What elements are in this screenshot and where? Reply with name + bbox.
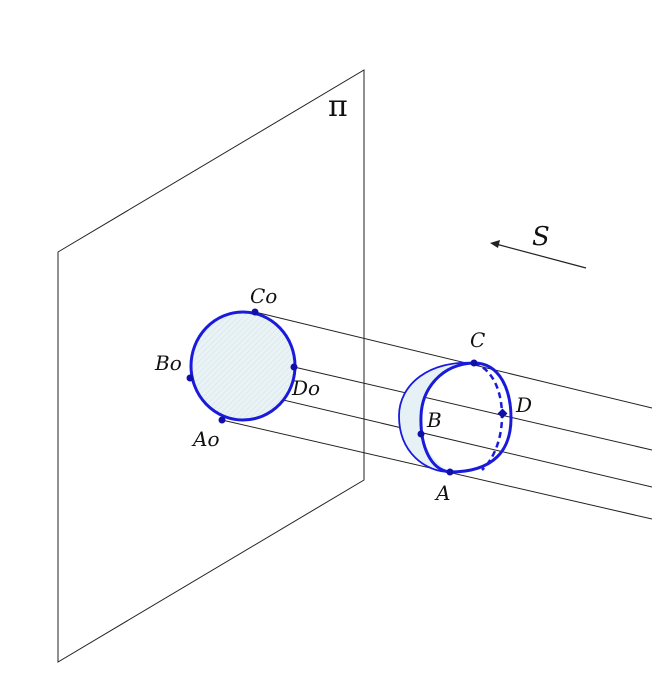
label-do: Do (291, 376, 320, 400)
disk-back-arc (398, 361, 475, 473)
point-do (290, 363, 298, 371)
projection-plane (57, 69, 365, 663)
projection-line-d (293, 366, 653, 451)
disk-hidden-arc (473, 361, 504, 471)
label-a: A (434, 481, 450, 505)
label-bo: Bo (154, 351, 182, 375)
plane-label: π (328, 89, 348, 124)
label-c: C (470, 328, 485, 352)
original-disk (398, 361, 513, 474)
point-c (470, 359, 478, 367)
point-b (417, 430, 425, 438)
label-d: D (515, 393, 532, 417)
disk-shaded-crescent (399, 362, 474, 472)
projected-circle (189, 310, 297, 422)
direction-label: S (532, 222, 550, 252)
point-d (497, 408, 508, 419)
projection-line-c (254, 311, 653, 409)
label-b: B (426, 408, 442, 432)
points (186, 308, 508, 476)
label-co: Co (250, 284, 277, 308)
point-co (251, 308, 259, 316)
direction-arrow (490, 240, 587, 269)
point-ao (218, 416, 226, 424)
label-ao: Ao (191, 427, 219, 451)
point-a (446, 468, 454, 476)
point-bo (186, 374, 194, 382)
